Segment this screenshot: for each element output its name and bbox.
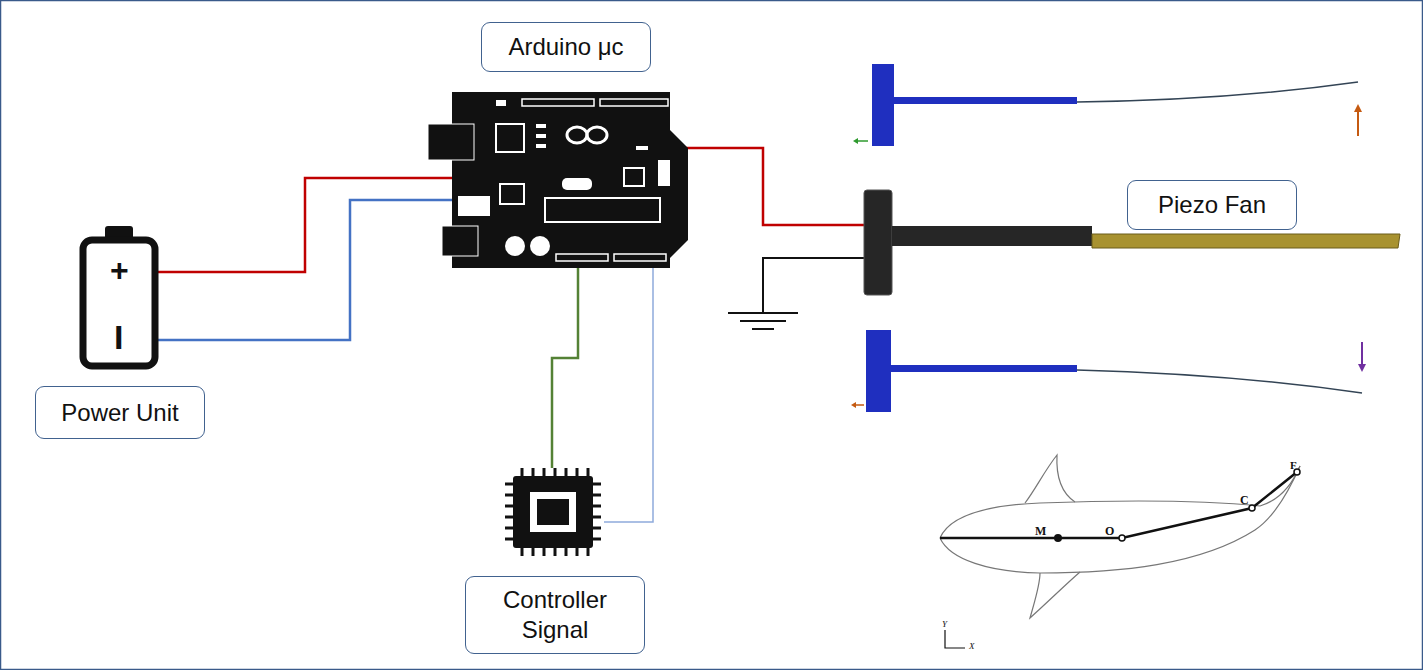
fish-outline	[940, 455, 1300, 618]
ground-wire	[158, 200, 462, 340]
battery-plus: +	[110, 254, 129, 286]
label-box: Piezo Fan	[1127, 180, 1297, 230]
fan-deflected-up	[853, 64, 1362, 146]
chip-icon	[505, 468, 601, 556]
ground-symbol	[728, 313, 798, 329]
label-box: Power Unit	[35, 386, 205, 439]
point-label: M	[1035, 525, 1046, 537]
point-label: C	[1240, 494, 1249, 506]
fish-skeleton	[940, 469, 1300, 542]
box-label: Arduino μc	[508, 32, 623, 62]
box-label: Piezo Fan	[1158, 190, 1266, 220]
control-wire	[604, 262, 653, 522]
axis-label: X	[969, 642, 975, 651]
signal-wire	[668, 148, 864, 225]
box-label: Power Unit	[61, 398, 178, 428]
arduino-board	[428, 92, 688, 268]
battery-symbol	[83, 226, 155, 366]
label-box: Controller Signal	[465, 576, 645, 654]
power-wire	[158, 178, 455, 272]
axis-label: Y	[942, 620, 947, 629]
box-label: Controller Signal	[480, 585, 630, 645]
axis-triad	[945, 630, 965, 648]
fan-deflected-down	[851, 330, 1366, 412]
point-label: F	[1290, 460, 1297, 471]
control-wire	[552, 262, 578, 468]
label-box: Arduino μc	[481, 22, 651, 72]
ground-wire	[763, 258, 864, 313]
battery-minus: I	[114, 320, 123, 354]
point-label: O	[1105, 525, 1114, 537]
